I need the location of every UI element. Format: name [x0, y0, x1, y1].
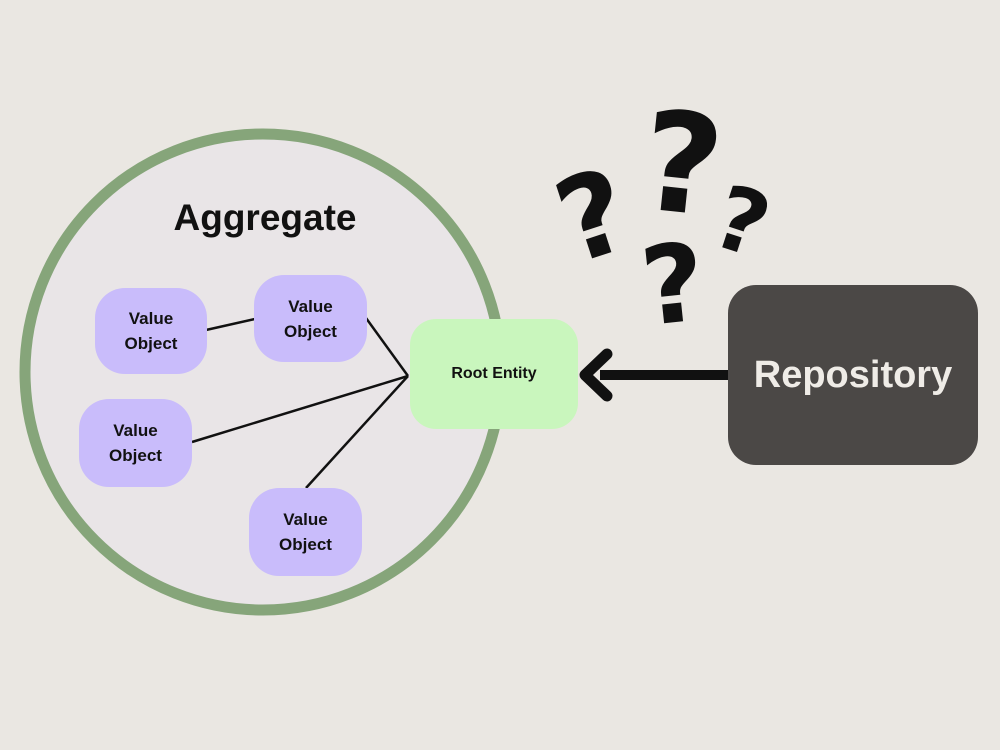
root-entity-label: Root Entity: [451, 365, 537, 382]
value-object-line1: Value: [128, 309, 174, 328]
repository-label: Repository: [753, 353, 953, 396]
connector-vo4-root: [305, 375, 409, 489]
value-object-line2: Object: [279, 535, 332, 554]
value-object-line1: Value: [288, 296, 333, 316]
repository-box: Repository: [728, 285, 978, 465]
value-object-line1: Value: [113, 421, 158, 440]
question-mark: ?: [635, 220, 711, 351]
root-entity-box: Root Entity: [410, 319, 578, 429]
value-object-box: Value Object: [95, 288, 207, 374]
value-object-box: Value Object: [254, 275, 367, 362]
connector-vo3-root: [191, 374, 409, 444]
value-object-line2: Object: [109, 446, 162, 465]
value-object-line2: Object: [284, 321, 337, 341]
question-mark: ?: [633, 80, 731, 249]
value-object-box: Value Object: [249, 488, 362, 576]
value-object-line1: Value: [283, 510, 328, 529]
aggregate-title: Aggregate: [173, 197, 357, 238]
value-object-box: Value Object: [79, 399, 192, 487]
value-object-line2: Object: [124, 334, 178, 353]
repository-arrow-head: [579, 348, 613, 402]
connector-vo1-vo2: [205, 317, 256, 332]
connector-vo2-root: [364, 317, 410, 377]
